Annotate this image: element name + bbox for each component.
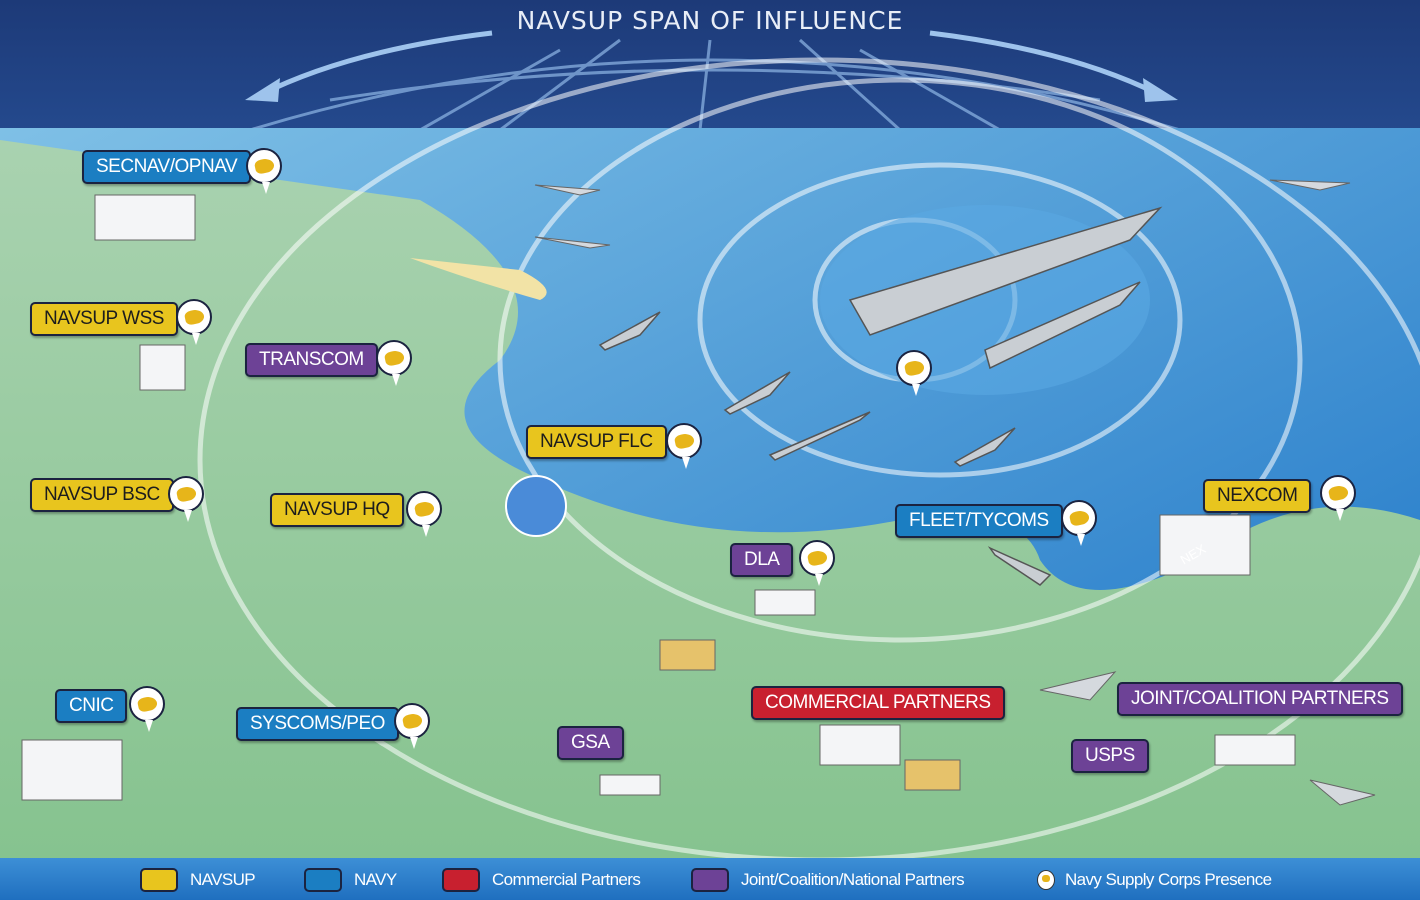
supply-corps-pin-icon bbox=[168, 476, 204, 522]
buildings bbox=[21, 194, 1296, 801]
supply-corps-pin-icon bbox=[799, 540, 835, 586]
supply-corps-pin-icon bbox=[1320, 475, 1356, 521]
legend-swatch bbox=[442, 868, 480, 892]
destroyer bbox=[984, 281, 1141, 370]
legend-label: Navy Supply Corps Presence bbox=[1065, 870, 1272, 889]
label-transcom: TRANSCOM bbox=[245, 343, 378, 377]
page-title: NAVSUP SPAN OF INFLUENCE bbox=[516, 6, 904, 35]
label-commercial-partners: COMMERCIAL PARTNERS bbox=[751, 686, 1005, 720]
supply-corps-pin-icon bbox=[394, 703, 430, 749]
legend-label: Commercial Partners bbox=[492, 870, 641, 889]
supply-corps-pin-icon bbox=[246, 148, 282, 194]
label-navsup-flc: NAVSUP FLC bbox=[526, 425, 667, 459]
legend-label: NAVY bbox=[354, 870, 397, 889]
legend-item-joint: Joint/Coalition/National Partners bbox=[691, 868, 965, 892]
label-gsa: GSA bbox=[557, 726, 624, 760]
supply-corps-pin-icon bbox=[176, 299, 212, 345]
supply-corps-pin-icon bbox=[129, 686, 165, 732]
label-fleet-tycoms: FLEET/TYCOMS bbox=[895, 504, 1063, 538]
label-joint-coalition-partners: JOINT/COALITION PARTNERS bbox=[1117, 682, 1403, 716]
legend-item-navsup: NAVSUP bbox=[140, 868, 256, 892]
aircraft-carrier bbox=[848, 206, 1163, 336]
globe-grid bbox=[249, 38, 1181, 132]
legend-item-commercial: Commercial Partners bbox=[442, 868, 641, 892]
aircraft bbox=[534, 179, 1376, 806]
label-dla: DLA bbox=[730, 543, 794, 577]
label-cnic: CNIC bbox=[55, 689, 128, 723]
globe-arrows bbox=[245, 30, 1178, 102]
supply-corps-pin-icon bbox=[376, 340, 412, 386]
label-nexcom: NEXCOM bbox=[1203, 479, 1312, 513]
label-navsup-bsc: NAVSUP BSC bbox=[30, 478, 174, 512]
legend-swatch bbox=[304, 868, 342, 892]
legend-label: NAVSUP bbox=[190, 870, 256, 889]
legend: NAVSUP NAVY Commercial Partners Joint/Co… bbox=[0, 858, 1420, 900]
legend-swatch bbox=[691, 868, 729, 892]
label-secnav-opnav: SECNAV/OPNAV bbox=[82, 150, 252, 184]
supply-corps-pin-icon bbox=[406, 491, 442, 537]
label-syscoms-peo: SYSCOMS/PEO bbox=[236, 707, 399, 741]
land bbox=[0, 140, 1420, 858]
legend-label: Joint/Coalition/National Partners bbox=[741, 870, 965, 889]
submarine bbox=[768, 411, 871, 461]
supply-corps-pin-icon bbox=[1037, 870, 1055, 890]
label-navsup-wss: NAVSUP WSS bbox=[30, 302, 178, 336]
ships bbox=[598, 206, 1163, 586]
globe-icon bbox=[505, 475, 567, 537]
supply-corps-pin-icon bbox=[896, 350, 932, 396]
legend-item-navy: NAVY bbox=[304, 868, 397, 892]
beach bbox=[410, 258, 547, 300]
legend-item-supply-corps: Navy Supply Corps Presence bbox=[1037, 868, 1272, 892]
legend-swatch bbox=[140, 868, 178, 892]
label-usps: USPS bbox=[1071, 739, 1149, 773]
label-navsup-hq: NAVSUP HQ bbox=[270, 493, 404, 527]
supply-corps-pin-icon bbox=[666, 423, 702, 469]
supply-corps-pin-icon bbox=[1061, 500, 1097, 546]
